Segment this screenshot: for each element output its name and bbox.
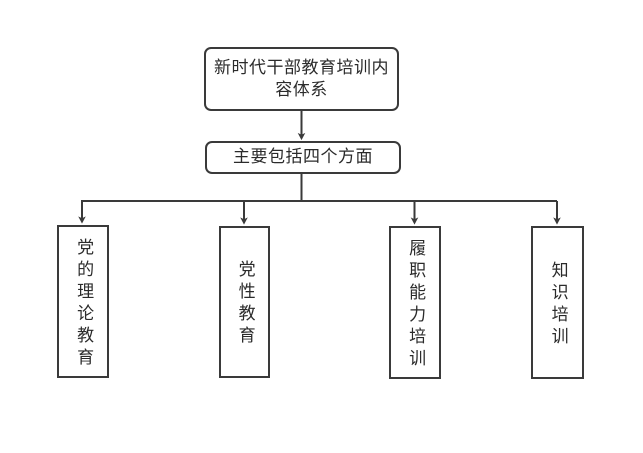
- node-aspect-2-label: 履职能力培训: [405, 238, 426, 371]
- node-root-title-label: 新时代干部教育培训内容体系: [214, 57, 389, 100]
- node-root-title: 新时代干部教育培训内容体系: [204, 47, 399, 111]
- node-overview-label: 主要包括四个方面: [233, 147, 373, 168]
- node-aspect-duty-capability-training: 履职能力培训: [389, 226, 441, 379]
- node-aspect-3-label: 知识培训: [547, 260, 568, 349]
- node-aspect-party-theory-education: 党的理论教育: [57, 225, 109, 378]
- node-aspect-knowledge-training: 知识培训: [531, 226, 584, 379]
- node-aspect-1-label: 党性教育: [234, 260, 255, 348]
- node-overview: 主要包括四个方面: [205, 141, 401, 174]
- node-aspect-party-spirit-education: 党性教育: [219, 226, 270, 378]
- node-aspect-0-label: 党的理论教育: [73, 237, 94, 370]
